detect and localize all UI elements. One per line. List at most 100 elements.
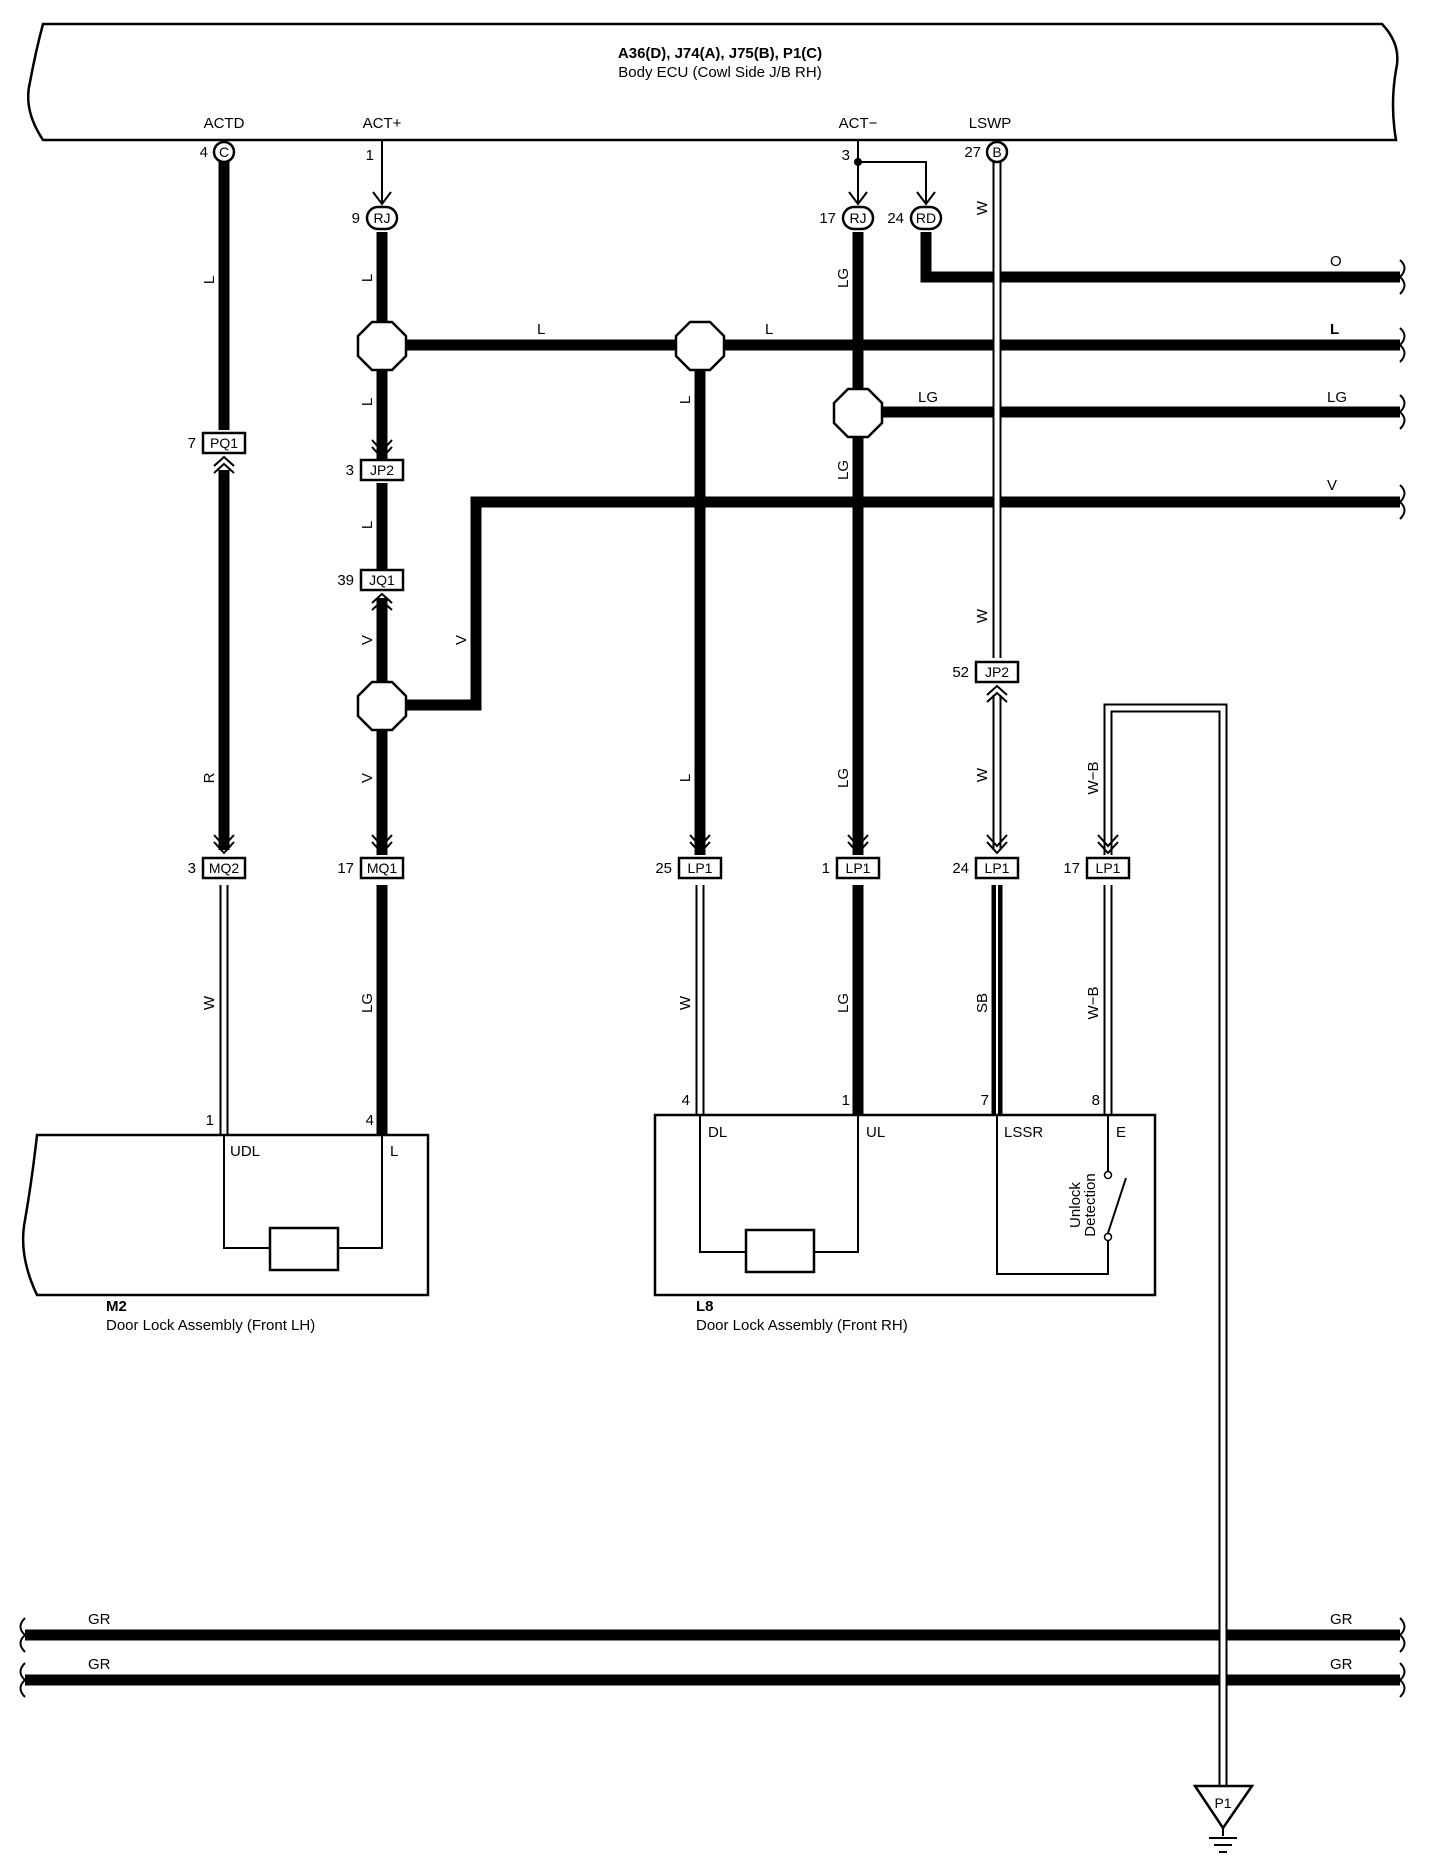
splice-points bbox=[356, 320, 884, 732]
wire-color-w: W bbox=[201, 995, 218, 1010]
double-arrow-down-icon bbox=[371, 439, 393, 460]
connector-label: JP2 bbox=[370, 462, 394, 478]
connector-label: LP1 bbox=[846, 860, 871, 876]
double-arrow-down-icon bbox=[1097, 834, 1119, 855]
inline-connector-jq1 bbox=[359, 568, 405, 592]
connector-label: PQ1 bbox=[210, 435, 238, 451]
inline-connector-lp1 bbox=[1085, 856, 1131, 880]
ground-p1: P1 bbox=[1192, 1784, 1255, 1853]
component-ref: L8 bbox=[696, 1298, 714, 1315]
connector-label: LP1 bbox=[688, 860, 713, 876]
wire-color-lg: LG bbox=[835, 768, 852, 788]
pin-number: 24 bbox=[887, 210, 904, 227]
terminal-name-dl: DL bbox=[708, 1124, 727, 1141]
double-arrow-down-icon bbox=[213, 834, 235, 855]
wire-color-v: V bbox=[453, 635, 470, 645]
component-name: Door Lock Assembly (Front LH) bbox=[106, 1317, 315, 1334]
terminal-name-actd: ACTD bbox=[204, 115, 245, 132]
inline-connectors: PQ1 7 JP2 3 JQ1 39 JP2 52 MQ2 3 MQ1 17 L… bbox=[188, 431, 1131, 880]
component-l8: 4 1 7 8 DL UL LSSR E Unlock Detection L8… bbox=[653, 1092, 1157, 1334]
switch-label: Detection bbox=[1082, 1173, 1099, 1236]
wire-color-l: L bbox=[359, 398, 376, 406]
ground-ref: P1 bbox=[1214, 1795, 1231, 1811]
connector-label: LP1 bbox=[1096, 860, 1121, 876]
connector-label: JQ1 bbox=[369, 572, 395, 588]
connector-label: MQ1 bbox=[367, 860, 398, 876]
wire-color-l: L bbox=[359, 521, 376, 529]
pin-number: 52 bbox=[952, 664, 969, 681]
junction-dot bbox=[854, 158, 862, 166]
terminal-name-act-minus: ACT− bbox=[839, 115, 878, 132]
splice-point bbox=[356, 320, 408, 372]
pin-number: 1 bbox=[842, 1092, 850, 1109]
switch-contact bbox=[1103, 1232, 1113, 1242]
wire-color-l: L bbox=[201, 276, 218, 284]
terminal-name-l: L bbox=[390, 1143, 398, 1160]
ecu-pins: C 4 1 3 B 27 bbox=[200, 140, 1009, 166]
ecu-connectors-title: A36(D), J74(A), J75(B), P1(C) bbox=[618, 45, 822, 62]
terminal-conn-b: B bbox=[992, 144, 1001, 160]
wire-color-gr: GR bbox=[1330, 1611, 1353, 1628]
pin-number: 17 bbox=[1063, 860, 1080, 877]
circuit-lswp: W W W SB bbox=[974, 160, 1003, 1115]
wire-color-w: W bbox=[974, 767, 991, 782]
connector-label: JP2 bbox=[985, 664, 1009, 680]
pin-number: 4 bbox=[366, 1112, 374, 1129]
pin-number: 17 bbox=[819, 210, 836, 227]
wire-color-wb: W−B bbox=[1085, 762, 1102, 795]
gr-wires: GR GR GR GR bbox=[19, 1611, 1406, 1698]
wire-color-w: W bbox=[974, 608, 991, 623]
ground-triangle bbox=[1192, 1784, 1255, 1831]
junction-label: RJ bbox=[849, 210, 866, 226]
wire-color-lg: LG bbox=[835, 460, 852, 480]
l8-box bbox=[653, 1113, 1157, 1297]
terminal-circle bbox=[985, 140, 1009, 164]
terminal-conn-c: C bbox=[219, 144, 229, 160]
junction-connector bbox=[365, 205, 399, 231]
inline-connector-pq1 bbox=[201, 431, 247, 455]
component-ref: M2 bbox=[106, 1298, 127, 1315]
junction-connectors: RJ 9 RJ 17 RD 24 bbox=[352, 191, 943, 231]
wire-color-v: V bbox=[359, 773, 376, 783]
wire-break-marks bbox=[1398, 259, 1406, 520]
circuit-ground: W−B W−B bbox=[1085, 703, 1228, 1785]
circuit-l-branch: L L W L L bbox=[677, 321, 1339, 1115]
pin-number: 4 bbox=[200, 144, 208, 161]
pin-number: 27 bbox=[964, 144, 981, 161]
component-m2: 1 4 UDL L M2 Door Lock Assembly (Front L… bbox=[21, 1112, 430, 1334]
double-arrow-up-icon bbox=[213, 455, 235, 474]
wire-v-horizontal bbox=[382, 496, 1400, 711]
circuit-actd: L R W bbox=[201, 160, 230, 1135]
actuator-motor-icon bbox=[268, 1226, 340, 1272]
wire-color-lg: LG bbox=[1327, 389, 1347, 406]
wire-color-lg: LG bbox=[918, 389, 938, 406]
terminal-name-lswp: LSWP bbox=[969, 115, 1012, 132]
pin-number: 39 bbox=[337, 572, 354, 589]
connector-label: MQ2 bbox=[209, 860, 240, 876]
wire-color-gr: GR bbox=[1330, 1656, 1353, 1673]
wire-color-l: L bbox=[765, 321, 773, 338]
junction-label: RJ bbox=[373, 210, 390, 226]
wire-color-l: L bbox=[677, 396, 694, 404]
pin-number: 17 bbox=[337, 860, 354, 877]
wire-color-l: L bbox=[1330, 321, 1339, 338]
wire-color-v: V bbox=[1327, 477, 1337, 494]
pin-number: 8 bbox=[1092, 1092, 1100, 1109]
inline-connector-jp2 bbox=[974, 660, 1020, 684]
terminal-name-act-plus: ACT+ bbox=[363, 115, 402, 132]
wire-break-right bbox=[1398, 1617, 1406, 1653]
pin-number: 3 bbox=[188, 860, 196, 877]
wire-color-lg: LG bbox=[835, 268, 852, 288]
junction-connector bbox=[841, 205, 875, 231]
inline-connector-jp2 bbox=[359, 458, 405, 482]
double-arrow-up-icon bbox=[986, 684, 1008, 703]
wire-color-gr: GR bbox=[88, 1656, 111, 1673]
connector-label: LP1 bbox=[985, 860, 1010, 876]
double-arrow-down-icon bbox=[689, 834, 711, 855]
terminal-name-e: E bbox=[1116, 1124, 1126, 1141]
pin-number: 7 bbox=[188, 435, 196, 452]
terminal-name-lssr: LSSR bbox=[1004, 1124, 1043, 1141]
wire-o-horizontal bbox=[920, 232, 1400, 283]
wire-color-v: V bbox=[359, 635, 376, 645]
double-arrow-up-icon bbox=[371, 592, 393, 611]
